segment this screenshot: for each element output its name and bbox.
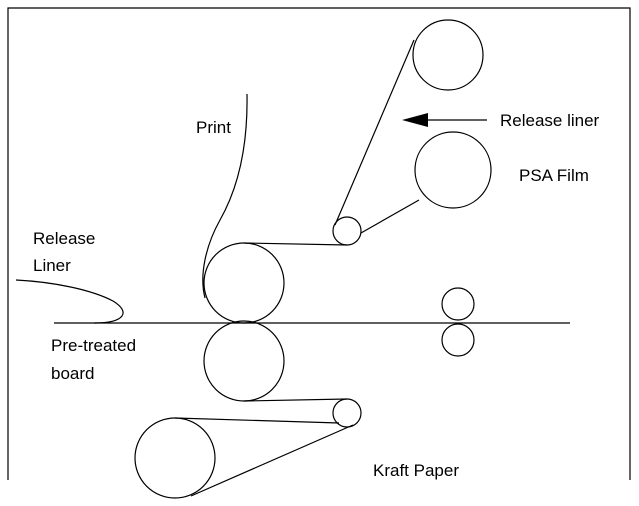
kraft-paper-web-lower — [190, 424, 354, 497]
diagram-frame — [7, 7, 631, 480]
right-upper-roller — [441, 287, 475, 321]
label-kraft-paper: Kraft Paper — [373, 461, 459, 480]
lower-nip-roller — [203, 320, 285, 402]
label-pretreated-board-2: board — [51, 364, 94, 383]
kraft-paper-roll — [134, 417, 216, 499]
label-psa-film: PSA Film — [519, 166, 589, 185]
psa-film-roll — [414, 131, 492, 209]
release-liner-takeup-roll — [412, 19, 484, 91]
right-lower-roller — [441, 323, 475, 357]
label-print: Print — [196, 118, 231, 137]
left-release-liner-curve — [15, 279, 124, 324]
label-release-liner-left-2: Liner — [33, 256, 71, 275]
label-release-liner-left-1: Release — [33, 229, 95, 248]
upper-nip-roller — [203, 242, 285, 324]
print-web-line — [202, 93, 248, 299]
kraft-paper-web-upper — [174, 417, 340, 424]
label-pretreated-board-1: Pre-treated — [51, 336, 136, 355]
release-liner-web-upper — [334, 39, 415, 226]
label-release-liner-top: Release liner — [500, 111, 600, 130]
kraft-paper-web-top — [243, 398, 348, 402]
release-liner-arrow-head — [402, 113, 428, 127]
psa-film-web-lower — [360, 199, 420, 234]
psa-film-web-to-nip — [243, 242, 348, 246]
